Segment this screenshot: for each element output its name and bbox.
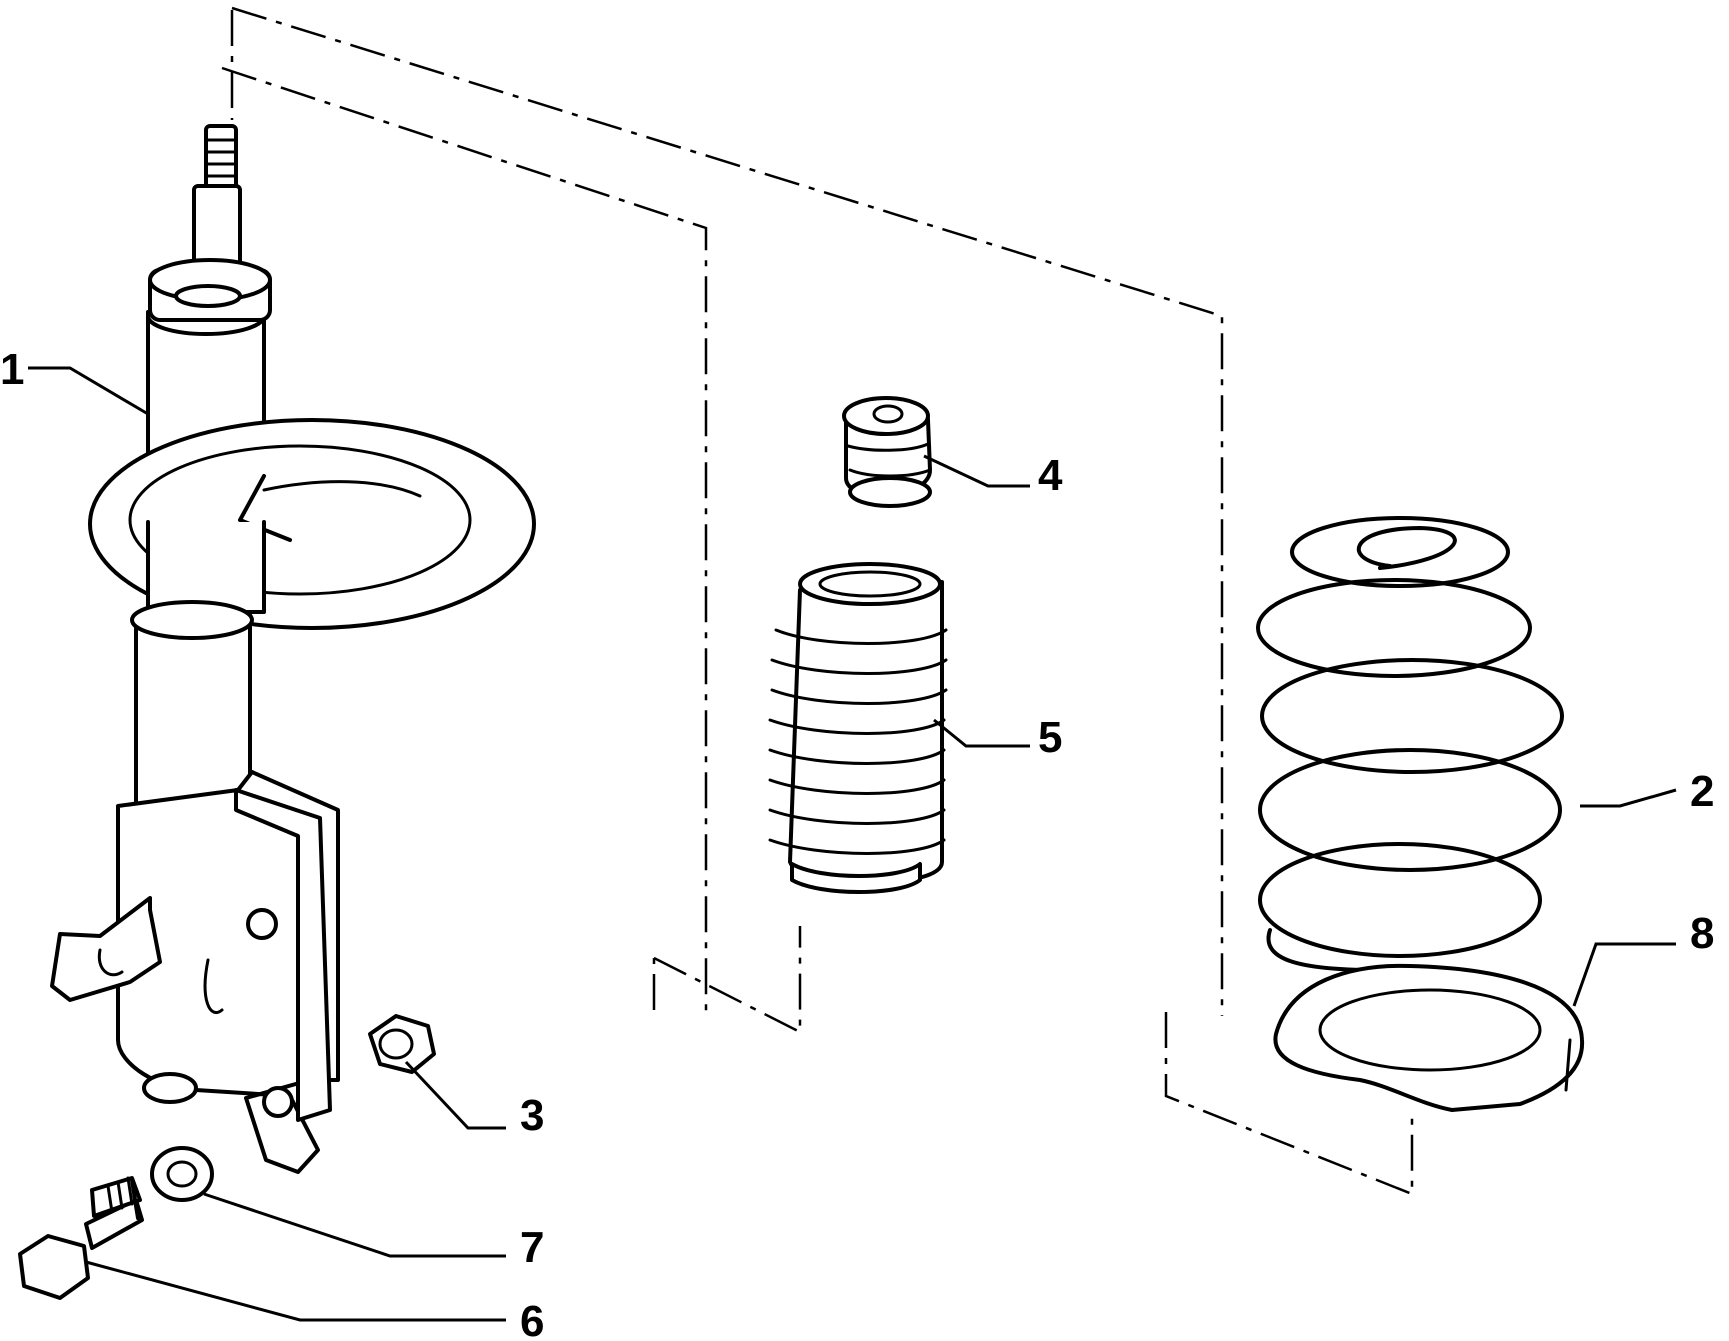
callout-label-7: 7 — [520, 1223, 544, 1272]
callout-label-6: 6 — [520, 1297, 544, 1341]
nut — [368, 1014, 436, 1074]
dust-boot — [768, 562, 948, 894]
callout-label-2: 2 — [1690, 767, 1714, 816]
callout-label-1: 1 — [0, 345, 24, 394]
spring-seat — [1273, 963, 1585, 1112]
callout-labels: 1 2 3 4 5 6 7 8 — [0, 345, 1714, 1341]
bump-stop — [842, 396, 932, 508]
coil-spring — [1256, 516, 1564, 972]
hex-bolt — [18, 1176, 144, 1300]
callout-label-3: 3 — [520, 1091, 544, 1140]
assembly-guide-lines — [221, 6, 1414, 1196]
callout-label-8: 8 — [1690, 909, 1714, 958]
callout-leader-lines — [28, 366, 1677, 1322]
callout-label-5: 5 — [1038, 713, 1062, 762]
shock-absorber-strut — [50, 124, 536, 1174]
washer — [150, 1146, 214, 1202]
callout-label-4: 4 — [1038, 451, 1063, 500]
